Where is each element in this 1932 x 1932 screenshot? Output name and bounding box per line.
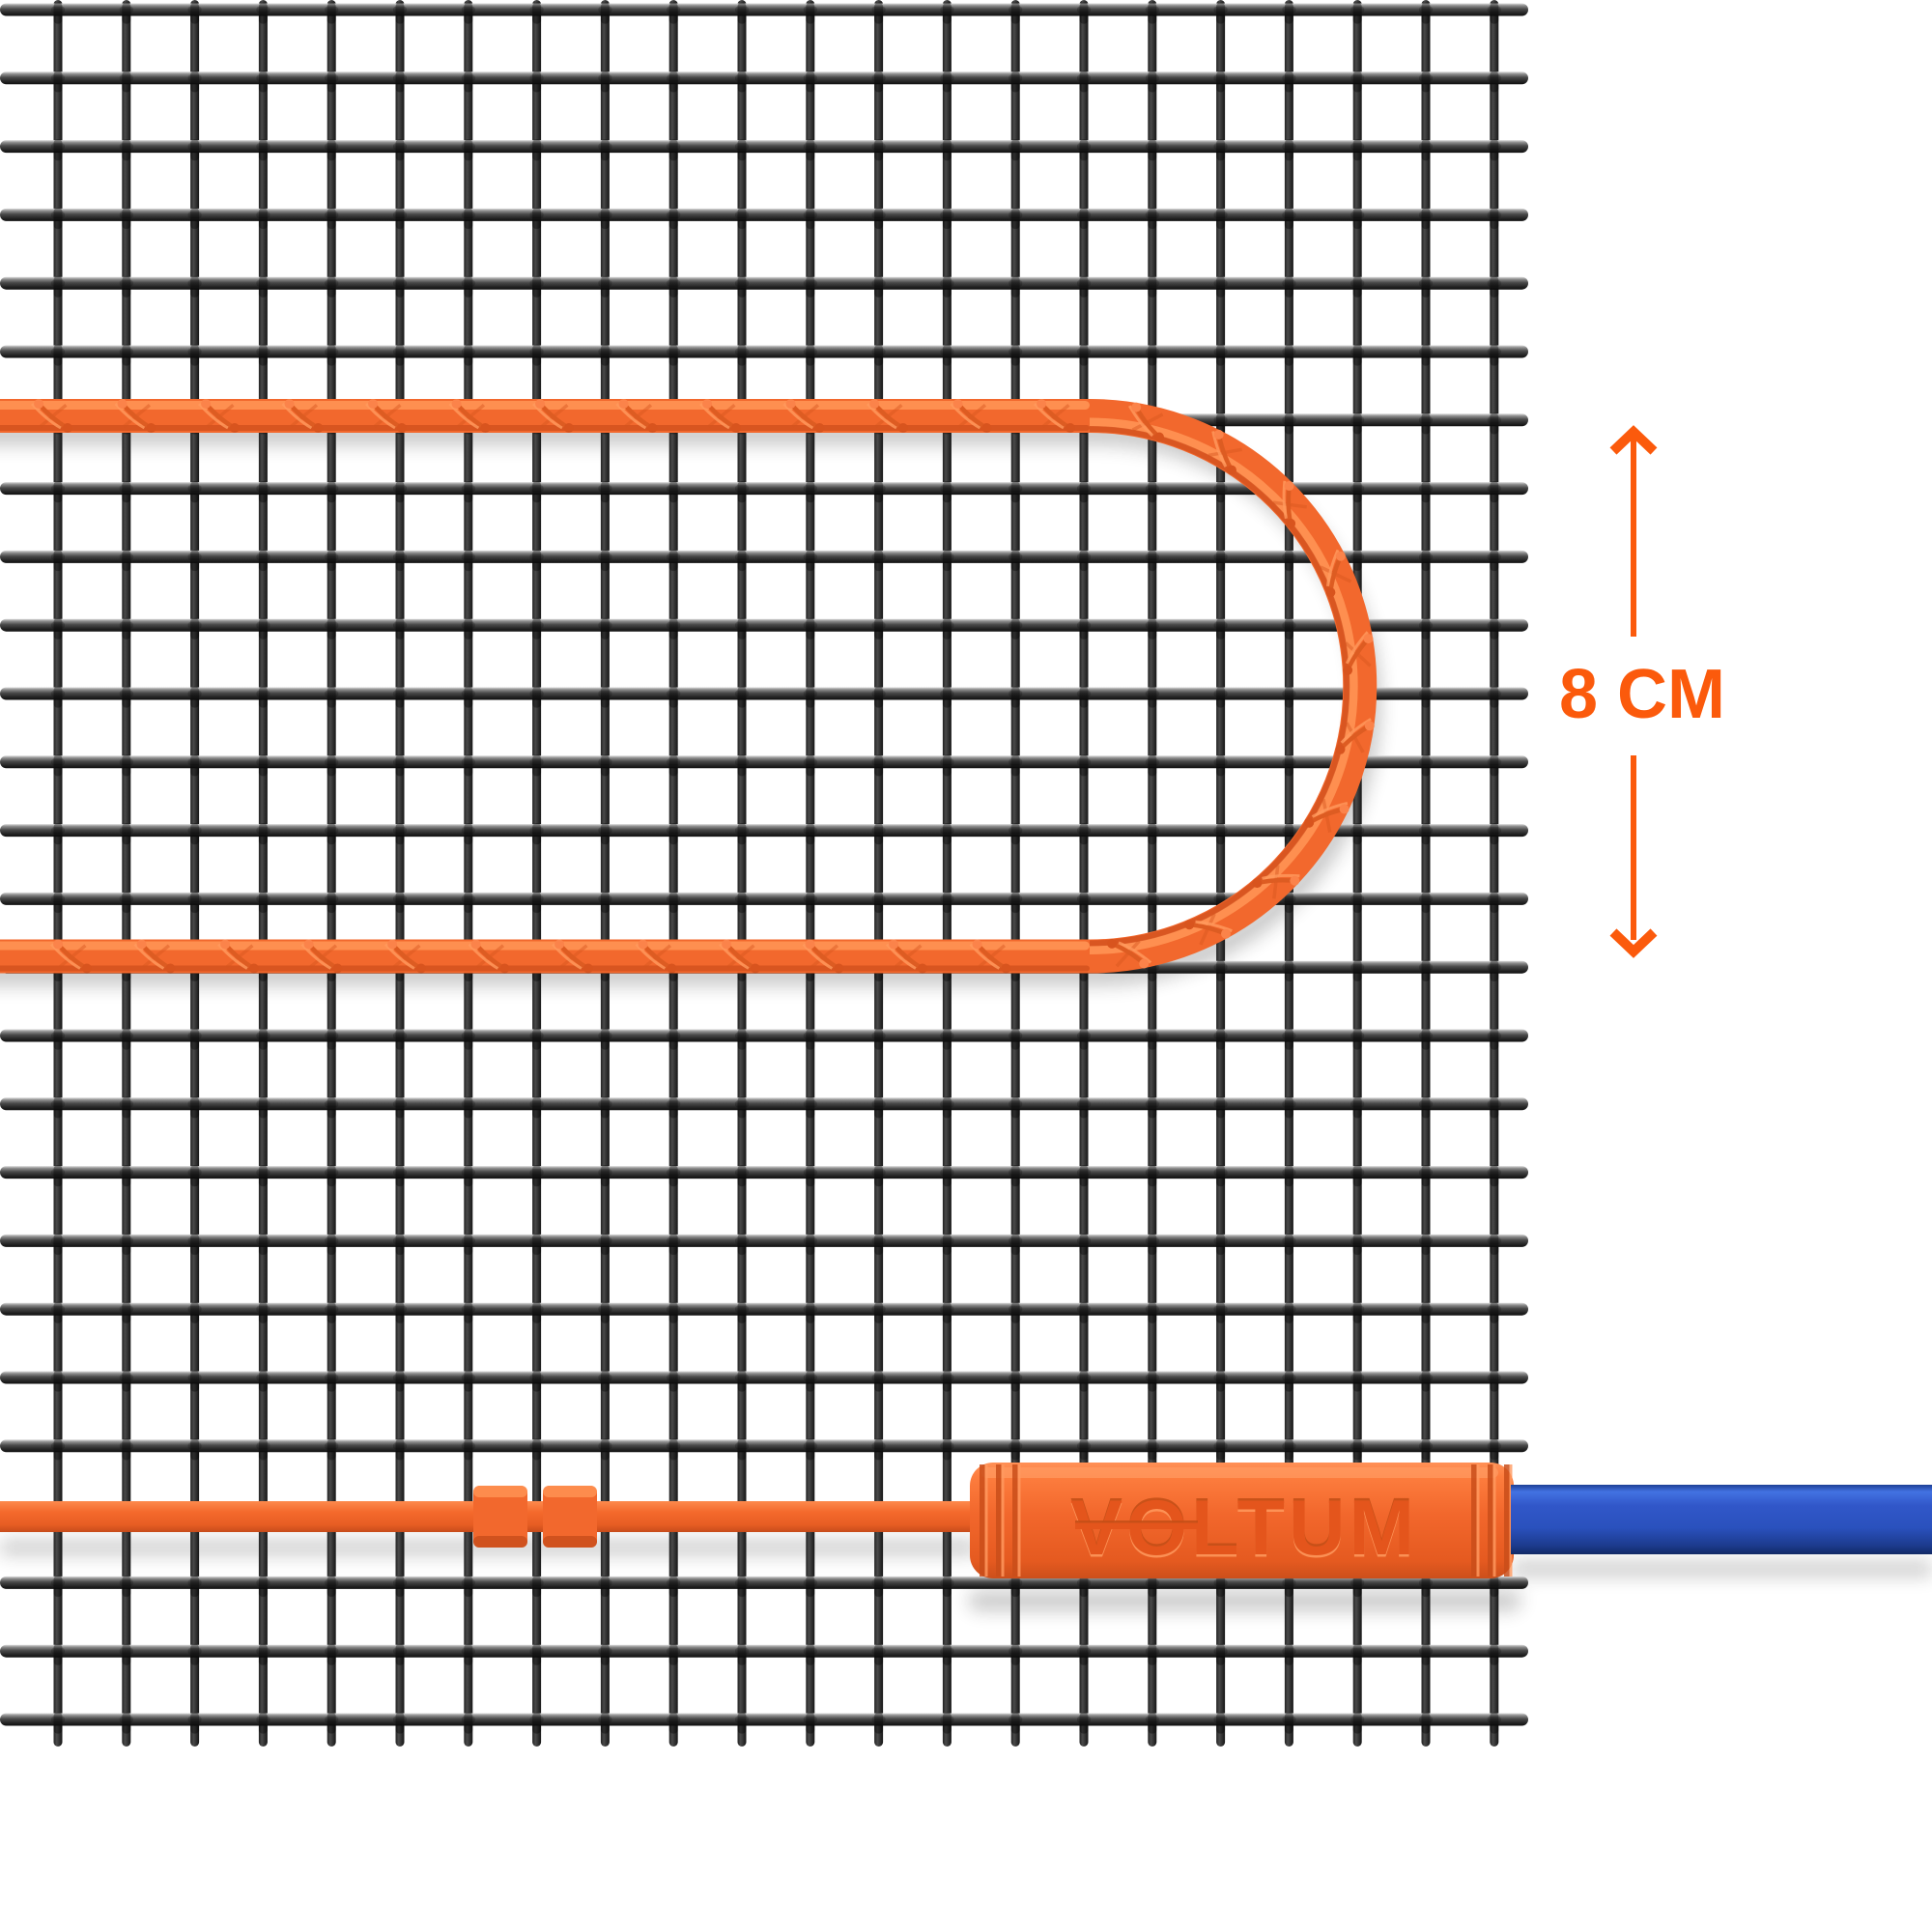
svg-text:VOLTUM: VOLTUM — [1070, 1488, 1418, 1575]
svg-text:8 CM: 8 CM — [1559, 656, 1725, 733]
